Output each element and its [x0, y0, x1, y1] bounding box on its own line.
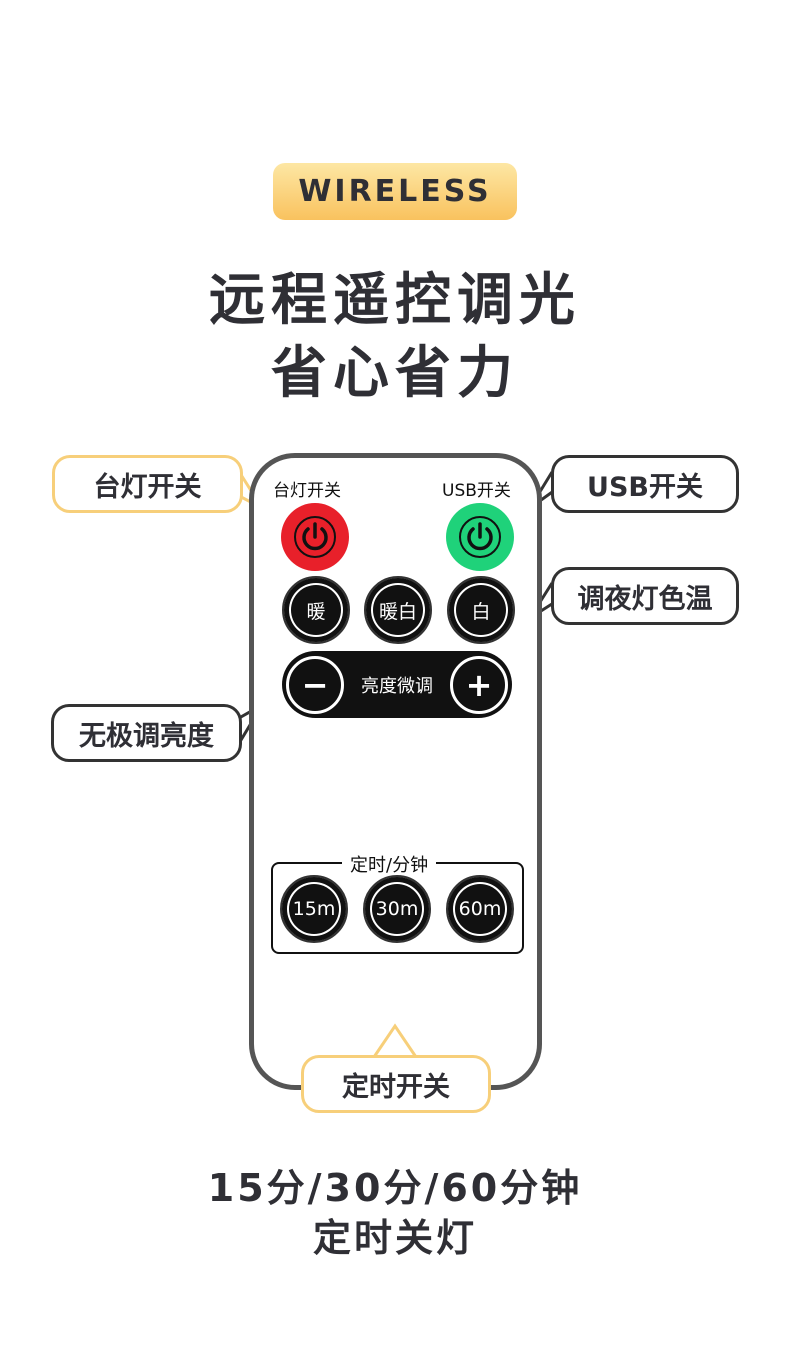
- timer-30-button[interactable]: 30m: [363, 875, 431, 943]
- timer-options-text: 15分/30分/60分钟: [207, 1166, 583, 1210]
- warm-button[interactable]: 暖: [282, 576, 350, 644]
- brightness-plus-button[interactable]: +: [450, 655, 508, 714]
- dimmer-control: − 亮度微调 +: [282, 651, 512, 718]
- brightness-minus-button[interactable]: −: [286, 655, 344, 714]
- usb-power-button[interactable]: [446, 503, 514, 571]
- wireless-badge: WIRELESS: [273, 163, 517, 220]
- callout-timer: 定时开关: [301, 1055, 491, 1113]
- white-button[interactable]: 白: [447, 576, 515, 644]
- power-icon: [459, 516, 501, 558]
- timer-callout-tail: [370, 1023, 420, 1061]
- lamp-power-button[interactable]: [281, 503, 349, 571]
- timer-60-button[interactable]: 60m: [446, 875, 514, 943]
- dimmer-label: 亮度微调: [361, 675, 433, 697]
- warm-white-button[interactable]: 暖白: [364, 576, 432, 644]
- headline-1: 远程遥控调光: [209, 268, 581, 333]
- usb-switch-label: USB开关: [442, 481, 511, 501]
- lamp-switch-label: 台灯开关: [273, 481, 341, 501]
- callout-usb-switch: USB开关: [551, 455, 739, 513]
- callout-color-temp: 调夜灯色温: [551, 567, 739, 625]
- timer-label: 定时/分钟: [342, 851, 437, 877]
- power-icon: [294, 516, 336, 558]
- callout-lamp-switch: 台灯开关: [52, 455, 243, 513]
- callout-dimming: 无极调亮度: [51, 704, 242, 762]
- timer-15-button[interactable]: 15m: [280, 875, 348, 943]
- headline-2: 省心省力: [271, 341, 519, 406]
- timer-off-text: 定时关灯: [312, 1216, 477, 1260]
